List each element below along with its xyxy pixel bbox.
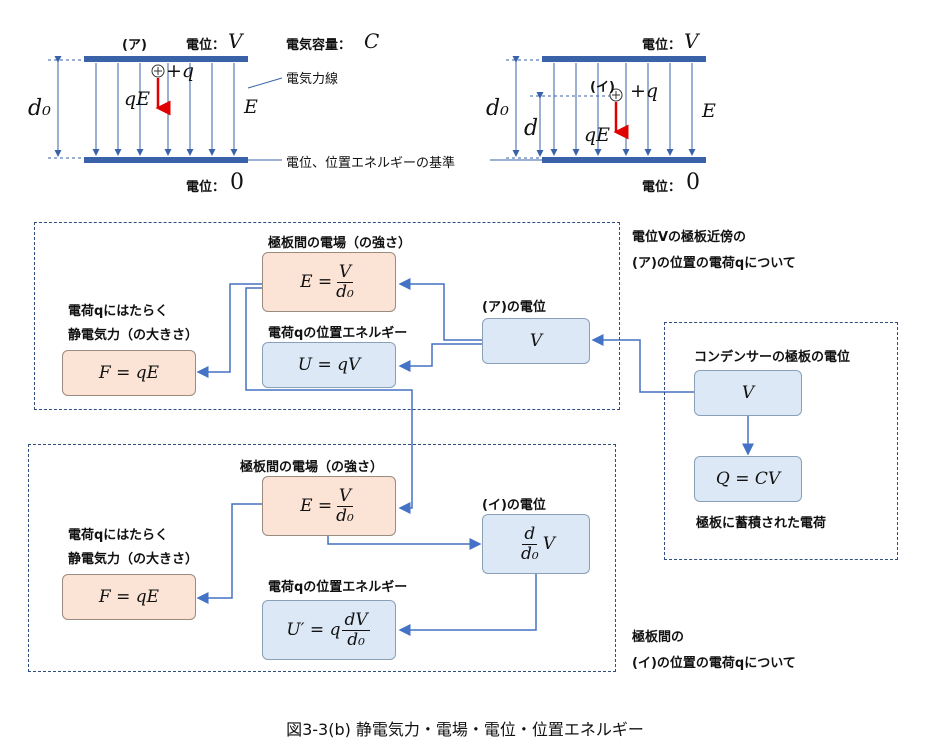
top-right-bottom-potential-val: 0 [686,170,700,195]
reference-note: 電位、位置エネルギーの基準 [286,156,456,171]
capacitor-charge-caption: 極板に蓄積された電荷 [696,516,827,531]
section-a-frame [34,222,620,410]
top-right-potential-label: 電位： [642,38,682,53]
section-i-force-title-2: 静電気力（の大きさ） [68,552,199,567]
section-a-energy-box: U = qV [262,342,396,388]
top-left-potential-var: V [228,29,243,53]
section-a-heading-2: (ア)の位置の電荷qについて [632,256,796,271]
section-i-force-box: F = qE [62,574,196,620]
distance-i-label: d [524,116,539,141]
section-a-potential-title: (ア)の電位 [482,300,546,315]
section-i-potential-title: (イ)の電位 [482,498,546,513]
capacitance-var: C [364,29,380,53]
top-left-potential-label: 電位： [186,38,226,53]
section-i-frame [28,444,616,672]
capacitor-charge-box: Q = CV [694,456,802,502]
section-a-field-title: 極板間の電場（の強さ） [268,236,412,251]
figure-caption: 図3-3(b) 静電気力・電場・電位・位置エネルギー [286,720,644,739]
field-a-label: E [244,96,258,118]
field-lines-note: 電気力線 [286,72,339,87]
label-a: (ア) [122,38,147,53]
left-bottom-plate [84,157,248,163]
capacitor-frame [664,322,898,560]
connectors [196,278,754,636]
section-a-field-box: E = V d₀ [262,252,396,312]
left-top-plate [84,56,248,62]
section-i-heading-2: (イ)の位置の電荷qについて [632,656,796,671]
capacitor-title: コンデンサーの極板の電位 [694,350,851,365]
force-a-label: qE [124,88,151,110]
top-left-bottom-potential-val: 0 [230,170,244,195]
top-left-bottom-potential-label: 電位： [186,180,226,195]
section-a-potential-box: V [482,318,590,364]
section-i-energy-box: U′ = q dV d₀ [262,600,396,660]
field-i-label: E [702,100,716,122]
section-a-force-title-2: 静電気力（の大きさ） [68,328,199,343]
right-top-plate [542,56,706,62]
section-a-force-title-1: 電荷qにはたらく [68,304,169,319]
capacitor-potential-box: V [694,370,802,416]
section-a-heading-1: 電位Vの極板近傍の [632,230,747,245]
right-bottom-plate [542,157,706,163]
section-a-energy-title: 電荷qの位置エネルギー [268,326,408,341]
section-a-force-box: F = qE [62,350,196,396]
section-i-field-box: E = V d₀ [262,476,396,536]
capacitance-label: 電気容量： [286,38,352,53]
right-capacitor [490,56,706,163]
distance-total-label: d₀ [486,96,509,121]
distance-a-label: d₀ [28,96,51,121]
force-i-label: qE [584,124,611,146]
section-i-field-title: 極板間の電場（の強さ） [240,460,384,475]
top-right-bottom-potential-label: 電位： [642,180,682,195]
charge-i-label: +q [630,80,659,102]
section-i-force-title-1: 電荷qにはたらく [68,528,169,543]
left-capacitor [48,56,283,163]
section-i-heading-1: 極板間の [632,630,685,645]
top-right-potential-var: V [684,29,699,53]
charge-a-label: +q [166,60,195,82]
label-i: (イ) [590,80,615,95]
section-i-energy-title: 電荷qの位置エネルギー [268,580,408,595]
section-i-potential-box: d d₀ V [482,514,590,574]
